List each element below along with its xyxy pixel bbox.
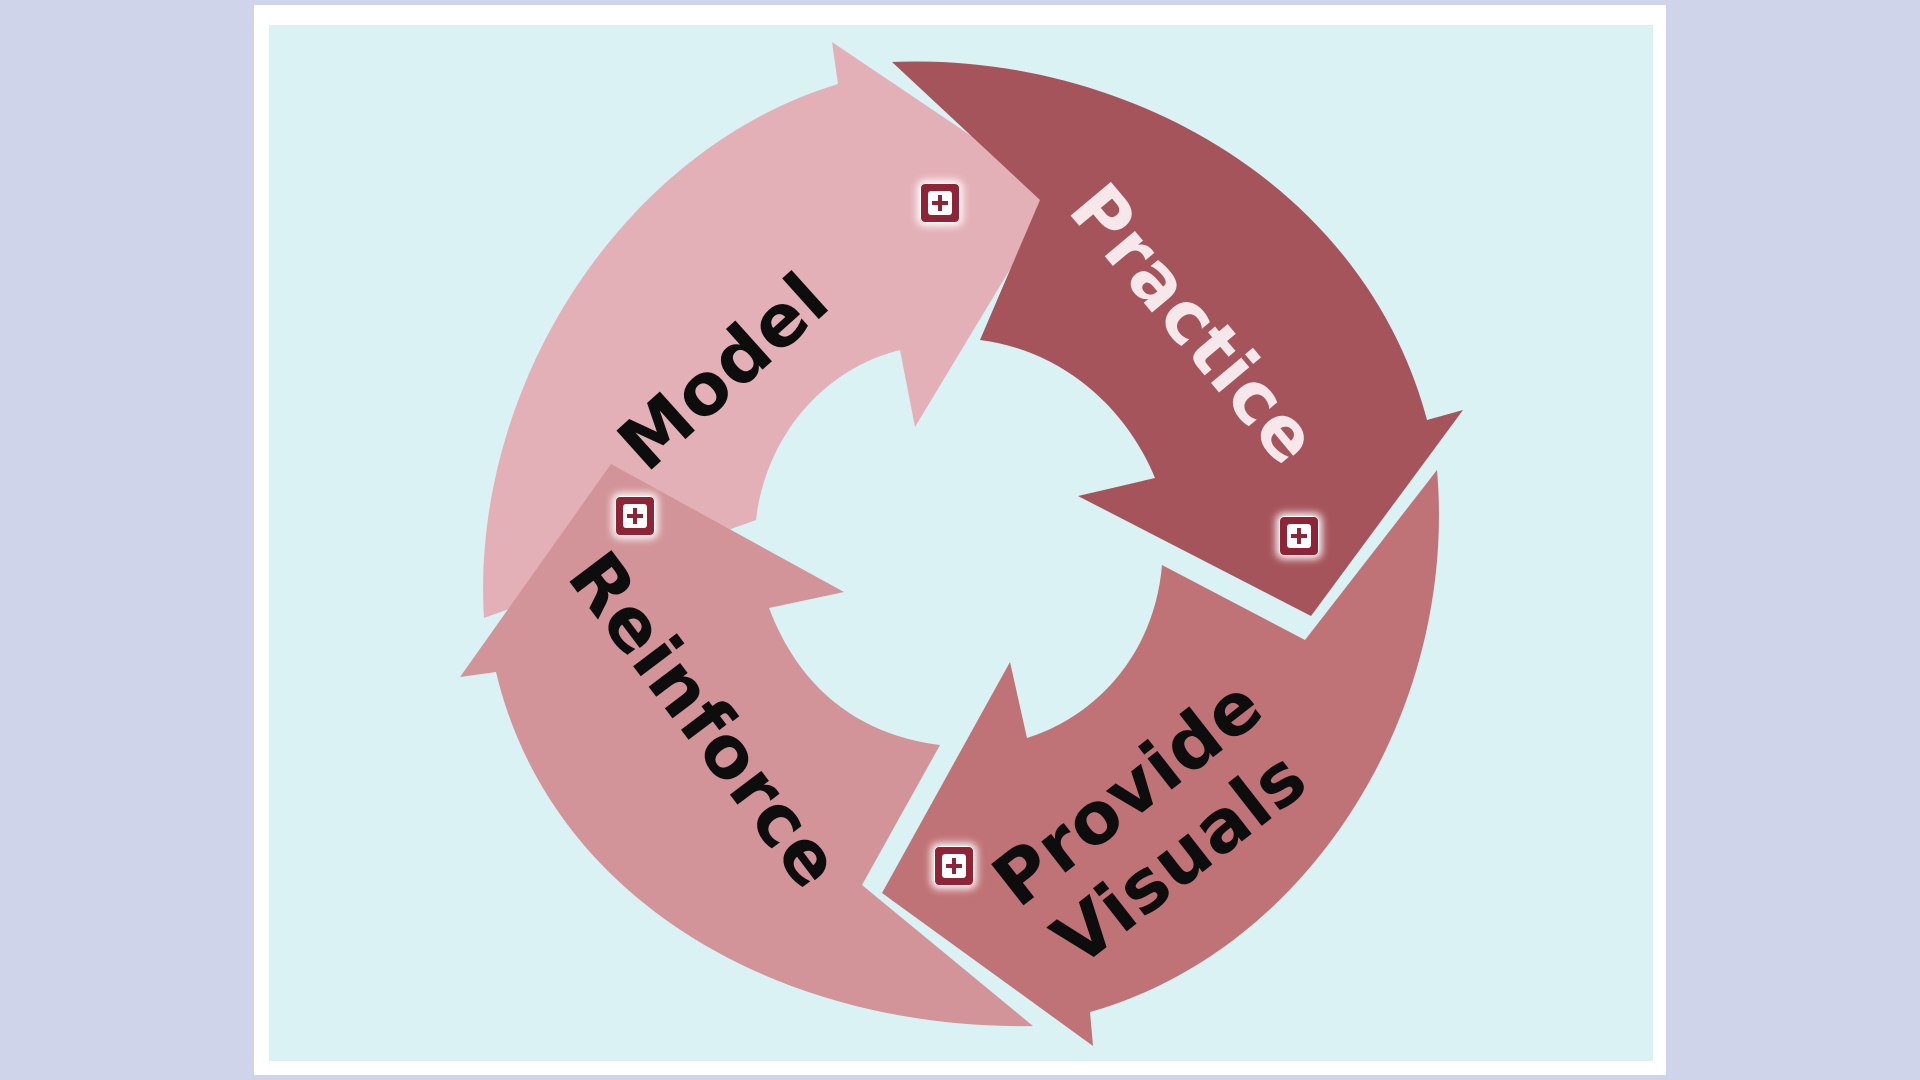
hotspot-reinforce-button[interactable]	[615, 496, 655, 536]
segment-practice	[892, 61, 1463, 617]
hotspot-practice-button[interactable]	[1279, 516, 1319, 556]
segment-reinforce	[460, 464, 1033, 1027]
plus-square-icon	[623, 504, 647, 528]
hotspot-model-button[interactable]	[920, 183, 960, 223]
plus-square-icon	[1287, 524, 1311, 548]
segment-provide-visuals	[882, 470, 1439, 1046]
hotspot-provide-visuals-button[interactable]	[934, 846, 974, 886]
plus-square-icon	[942, 854, 966, 878]
plus-square-icon	[928, 191, 952, 215]
